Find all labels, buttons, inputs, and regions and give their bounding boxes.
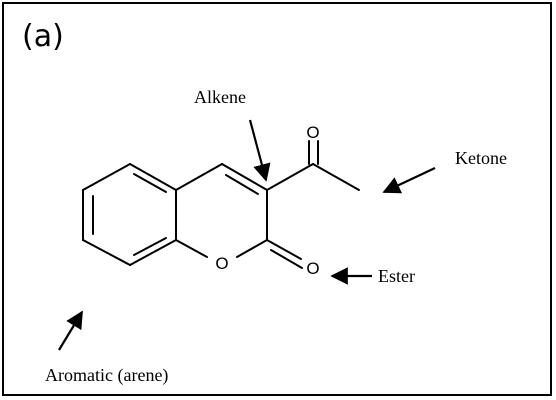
ketone-label: Ketone	[455, 148, 507, 168]
aromatic-label: Aromatic (arene)	[45, 365, 168, 386]
bond-c2-o1	[236, 239, 268, 258]
figure-border	[2, 2, 552, 396]
ring-oxygen-atom: O	[215, 254, 228, 273]
bond-c2-carbonyl	[266, 239, 302, 260]
bond-o1-c8a	[175, 239, 208, 258]
ester-label: Ester	[378, 266, 415, 286]
alkene-label: Alkene	[194, 87, 246, 107]
bond-c3-acetyl	[266, 163, 314, 191]
panel-label: (a)	[22, 19, 64, 54]
bond-c4a-c4	[175, 163, 223, 191]
bond-benzene-bottom-right	[129, 239, 177, 266]
bond-c4-c3	[221, 163, 268, 191]
aromatic-arrow	[58, 310, 83, 351]
bond-benzene-bottom-left	[82, 239, 131, 266]
bond-c2-carbonyl-inner	[270, 249, 303, 269]
bond-benzene-top-right	[129, 163, 177, 191]
bond-benzene-top-left	[82, 163, 131, 191]
bond-benzene-top-right-inner	[133, 173, 167, 193]
molecule-bonds	[82, 140, 360, 269]
lactone-carbonyl-oxygen-atom: O	[306, 259, 319, 278]
bond-acetyl-methyl	[312, 163, 360, 191]
bond-alkene-inner	[225, 174, 259, 195]
alkene-arrow	[248, 119, 271, 182]
bond-benzene-bottom-right-inner	[133, 237, 167, 256]
ketone-oxygen-atom: O	[306, 123, 319, 142]
ketone-arrow	[382, 167, 436, 194]
annotation-arrows	[58, 119, 436, 351]
